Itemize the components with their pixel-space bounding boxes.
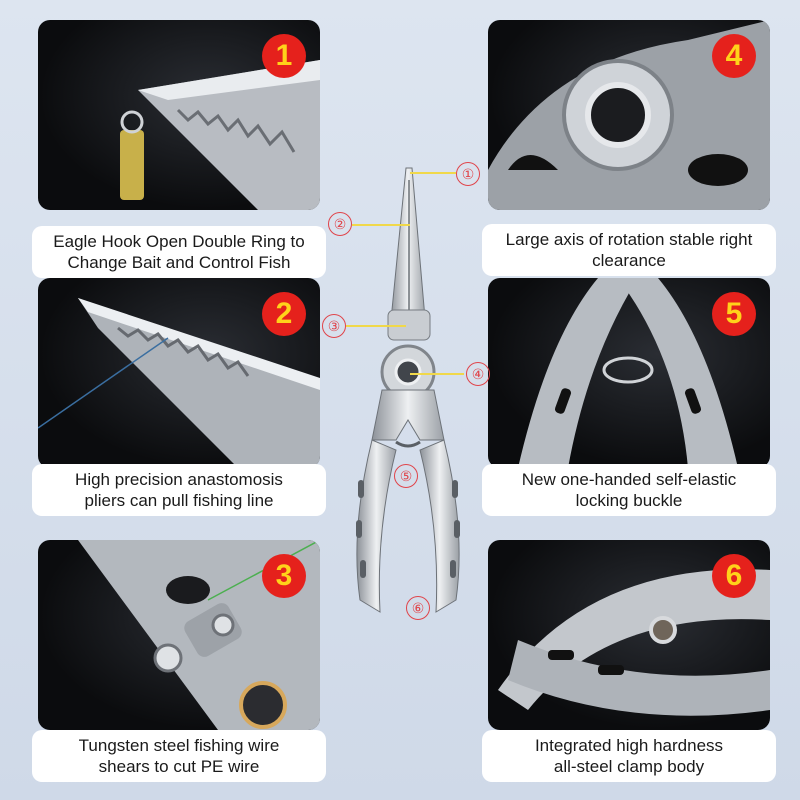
pliers-illustration (340, 150, 480, 640)
pliers-graphic (356, 167, 460, 613)
feature-badge-2: 2 (262, 292, 306, 336)
feature-photo-5: 5 (488, 278, 770, 468)
plier-buckle-closeup (518, 278, 738, 468)
feature-caption-5: New one-handed self-elastic locking buck… (482, 464, 776, 516)
feature-caption-3: Tungsten steel fishing wire shears to cu… (32, 730, 326, 782)
feature-photo-3: 3 (38, 540, 320, 730)
plier-pivot-closeup (488, 20, 770, 210)
feature-badge-3: 3 (262, 554, 306, 598)
callout-5: ⑤ (394, 464, 418, 488)
feature-badge-4: 4 (712, 34, 756, 78)
leader-line-4 (410, 373, 464, 375)
callout-2: ② (328, 212, 352, 236)
plier-handle-closeup (498, 569, 770, 716)
feature-caption-2: High precision anastomosis pliers can pu… (32, 464, 326, 516)
callout-6: ⑥ (406, 596, 430, 620)
feature-badge-1: 1 (262, 34, 306, 78)
feature-caption-4: Large axis of rotation stable right clea… (482, 224, 776, 276)
feature-caption-6: Integrated high hardness all-steel clamp… (482, 730, 776, 782)
callout-4: ④ (466, 362, 490, 386)
feature-photo-2: 2 (38, 278, 320, 468)
feature-caption-1: Eagle Hook Open Double Ring to Change Ba… (32, 226, 326, 278)
feature-badge-6: 6 (712, 554, 756, 598)
feature-photo-1: 1 (38, 20, 320, 210)
callout-3: ③ (322, 314, 346, 338)
leader-line-3 (346, 325, 406, 327)
plier-shear-closeup (78, 540, 320, 730)
feature-photo-6: 6 (488, 540, 770, 730)
leader-line-1 (410, 172, 456, 174)
plier-jaw-closeup (38, 298, 320, 468)
callout-1: ① (456, 162, 480, 186)
feature-badge-5: 5 (712, 292, 756, 336)
feature-photo-4: 4 (488, 20, 770, 210)
leader-line-2 (352, 224, 410, 226)
